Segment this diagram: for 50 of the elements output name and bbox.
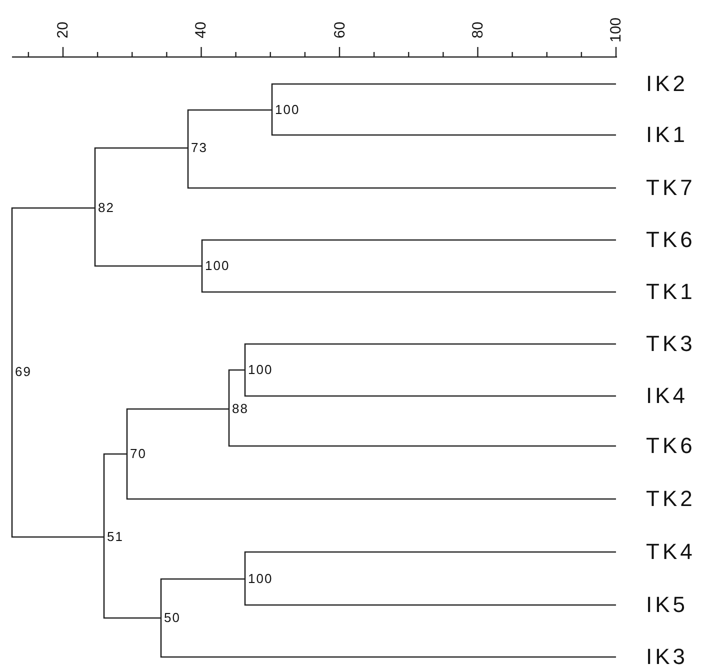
support-value: 88: [229, 401, 248, 417]
branch-line: [271, 83, 616, 110]
leaf-label: TK6: [616, 227, 696, 253]
leaf-label: TK3: [616, 331, 696, 357]
branch-line: [244, 551, 616, 579]
support-value: 100: [245, 362, 273, 378]
axis-tick-label: 100: [608, 17, 624, 43]
axis-tick-label: 40: [194, 22, 209, 38]
leaf-label: TK4: [616, 539, 696, 565]
leaf-label: TK2: [616, 486, 696, 512]
axis-tick-label: 80: [470, 22, 486, 38]
branch-line: [187, 109, 272, 148]
branch-line: [11, 207, 95, 372]
support-value: 70: [127, 446, 146, 462]
branch-line: [187, 148, 616, 189]
branch-line: [244, 579, 616, 606]
support-value: 100: [202, 258, 230, 274]
leaf-label: IK3: [616, 644, 688, 670]
branch-line: [94, 147, 188, 208]
support-value: 100: [245, 571, 273, 587]
branch-line: [103, 453, 127, 537]
branch-line: [271, 110, 616, 136]
branch-line: [244, 343, 616, 370]
branch-line: [201, 266, 616, 293]
support-value: 73: [188, 140, 208, 156]
leaf-label: IK5: [616, 592, 688, 618]
branch-line: [103, 537, 161, 619]
branch-line: [160, 618, 616, 658]
branch-line: [126, 454, 616, 500]
support-value: 69: [12, 364, 32, 380]
support-value: 100: [272, 102, 300, 118]
leaf-label: TK6: [616, 433, 696, 459]
support-value: 50: [161, 610, 180, 626]
branch-line: [228, 409, 616, 447]
leaf-label: TK7: [616, 175, 696, 201]
branch-line: [160, 578, 245, 618]
support-value: 51: [104, 529, 124, 545]
branch-line: [94, 208, 202, 267]
axis-tick-label: 60: [332, 22, 347, 38]
leaf-label: IK4: [616, 383, 688, 409]
leaf-label: IK2: [616, 71, 688, 97]
leaf-label: IK1: [616, 122, 688, 148]
branch-line: [126, 408, 229, 454]
branch-line: [11, 372, 104, 538]
branch-line: [201, 239, 616, 266]
axis-tick-label: 20: [56, 22, 70, 38]
support-value: 82: [95, 200, 114, 216]
leaf-label: TK1: [616, 279, 696, 305]
branch-line: [244, 370, 616, 397]
branch-line: [228, 369, 245, 409]
